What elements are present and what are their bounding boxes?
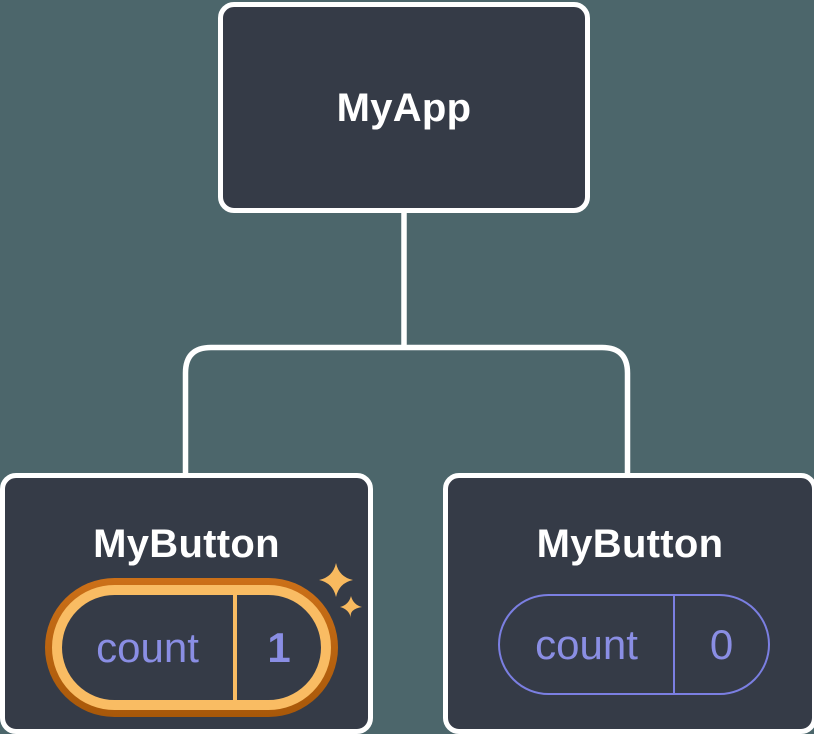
- state-value: 0: [709, 620, 734, 668]
- component-node-myapp: MyApp: [218, 2, 590, 213]
- component-node-mybutton-right: MyButton count 0: [443, 473, 814, 734]
- connector-branch: [182, 344, 631, 474]
- state-value: 1: [267, 623, 291, 671]
- state-key-label: count: [535, 620, 638, 668]
- state-pill-right: count 0: [498, 594, 770, 695]
- state-pill-divider: [233, 595, 237, 700]
- node-label-mybutton-right: MyButton: [536, 522, 724, 566]
- state-pill-divider: [673, 596, 675, 693]
- state-key-label: count: [96, 623, 199, 671]
- node-label-mybutton-left: MyButton: [93, 522, 280, 566]
- component-node-mybutton-left: MyButton count 1: [0, 473, 373, 734]
- node-label-myapp: MyApp: [336, 85, 472, 130]
- state-pill-left: count 1: [52, 585, 331, 710]
- state-pill-highlight-ring: count 1: [45, 578, 338, 717]
